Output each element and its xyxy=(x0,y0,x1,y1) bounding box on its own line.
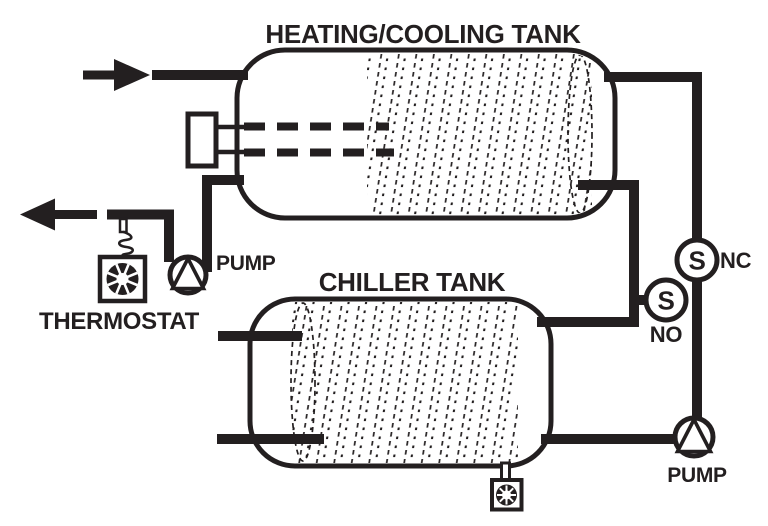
chiller-tank-title: CHILLER TANK xyxy=(319,267,506,297)
pump-right-icon xyxy=(672,415,716,459)
thermostat-label: THERMOSTAT xyxy=(39,308,200,335)
dial-face-icon xyxy=(496,484,517,506)
thermostat-sensor-bulb xyxy=(118,217,128,234)
heater-junction-box xyxy=(185,111,219,169)
chiller-temp-dial xyxy=(490,461,524,512)
piping xyxy=(107,70,702,444)
pump-left-icon xyxy=(167,254,209,296)
solenoid-no-letter: S xyxy=(657,286,674,316)
coil-outlet-pipe xyxy=(537,180,639,327)
heating-tank-title: HEATING/COOLING TANK xyxy=(265,19,581,49)
pump-right-label: PUMP xyxy=(667,464,727,487)
thermostat-assembly xyxy=(97,217,148,304)
heating-tank-coil xyxy=(367,54,593,215)
solenoid-no-icon: S xyxy=(643,277,689,323)
pump-left-label: PUMP xyxy=(216,252,276,275)
heating-cooling-tank xyxy=(185,47,618,221)
solenoid-nc-label: NC xyxy=(720,248,752,273)
solenoid-nc-icon: S xyxy=(674,237,720,283)
inlet-arrow-icon xyxy=(83,59,150,91)
solenoid-nc-letter: S xyxy=(688,246,705,276)
outlet-arrow-icon xyxy=(20,198,97,231)
solenoid-no-label: NO xyxy=(650,322,683,347)
tank-drain-pipe xyxy=(202,175,244,272)
chiller-tank-coil xyxy=(290,302,518,463)
outlet-pipe xyxy=(107,209,174,262)
thermostat-fan-icon xyxy=(106,263,139,295)
coil-end-arc xyxy=(290,302,316,462)
tank-top-outlet-pipe xyxy=(604,72,702,440)
chiller-tank xyxy=(247,296,554,469)
